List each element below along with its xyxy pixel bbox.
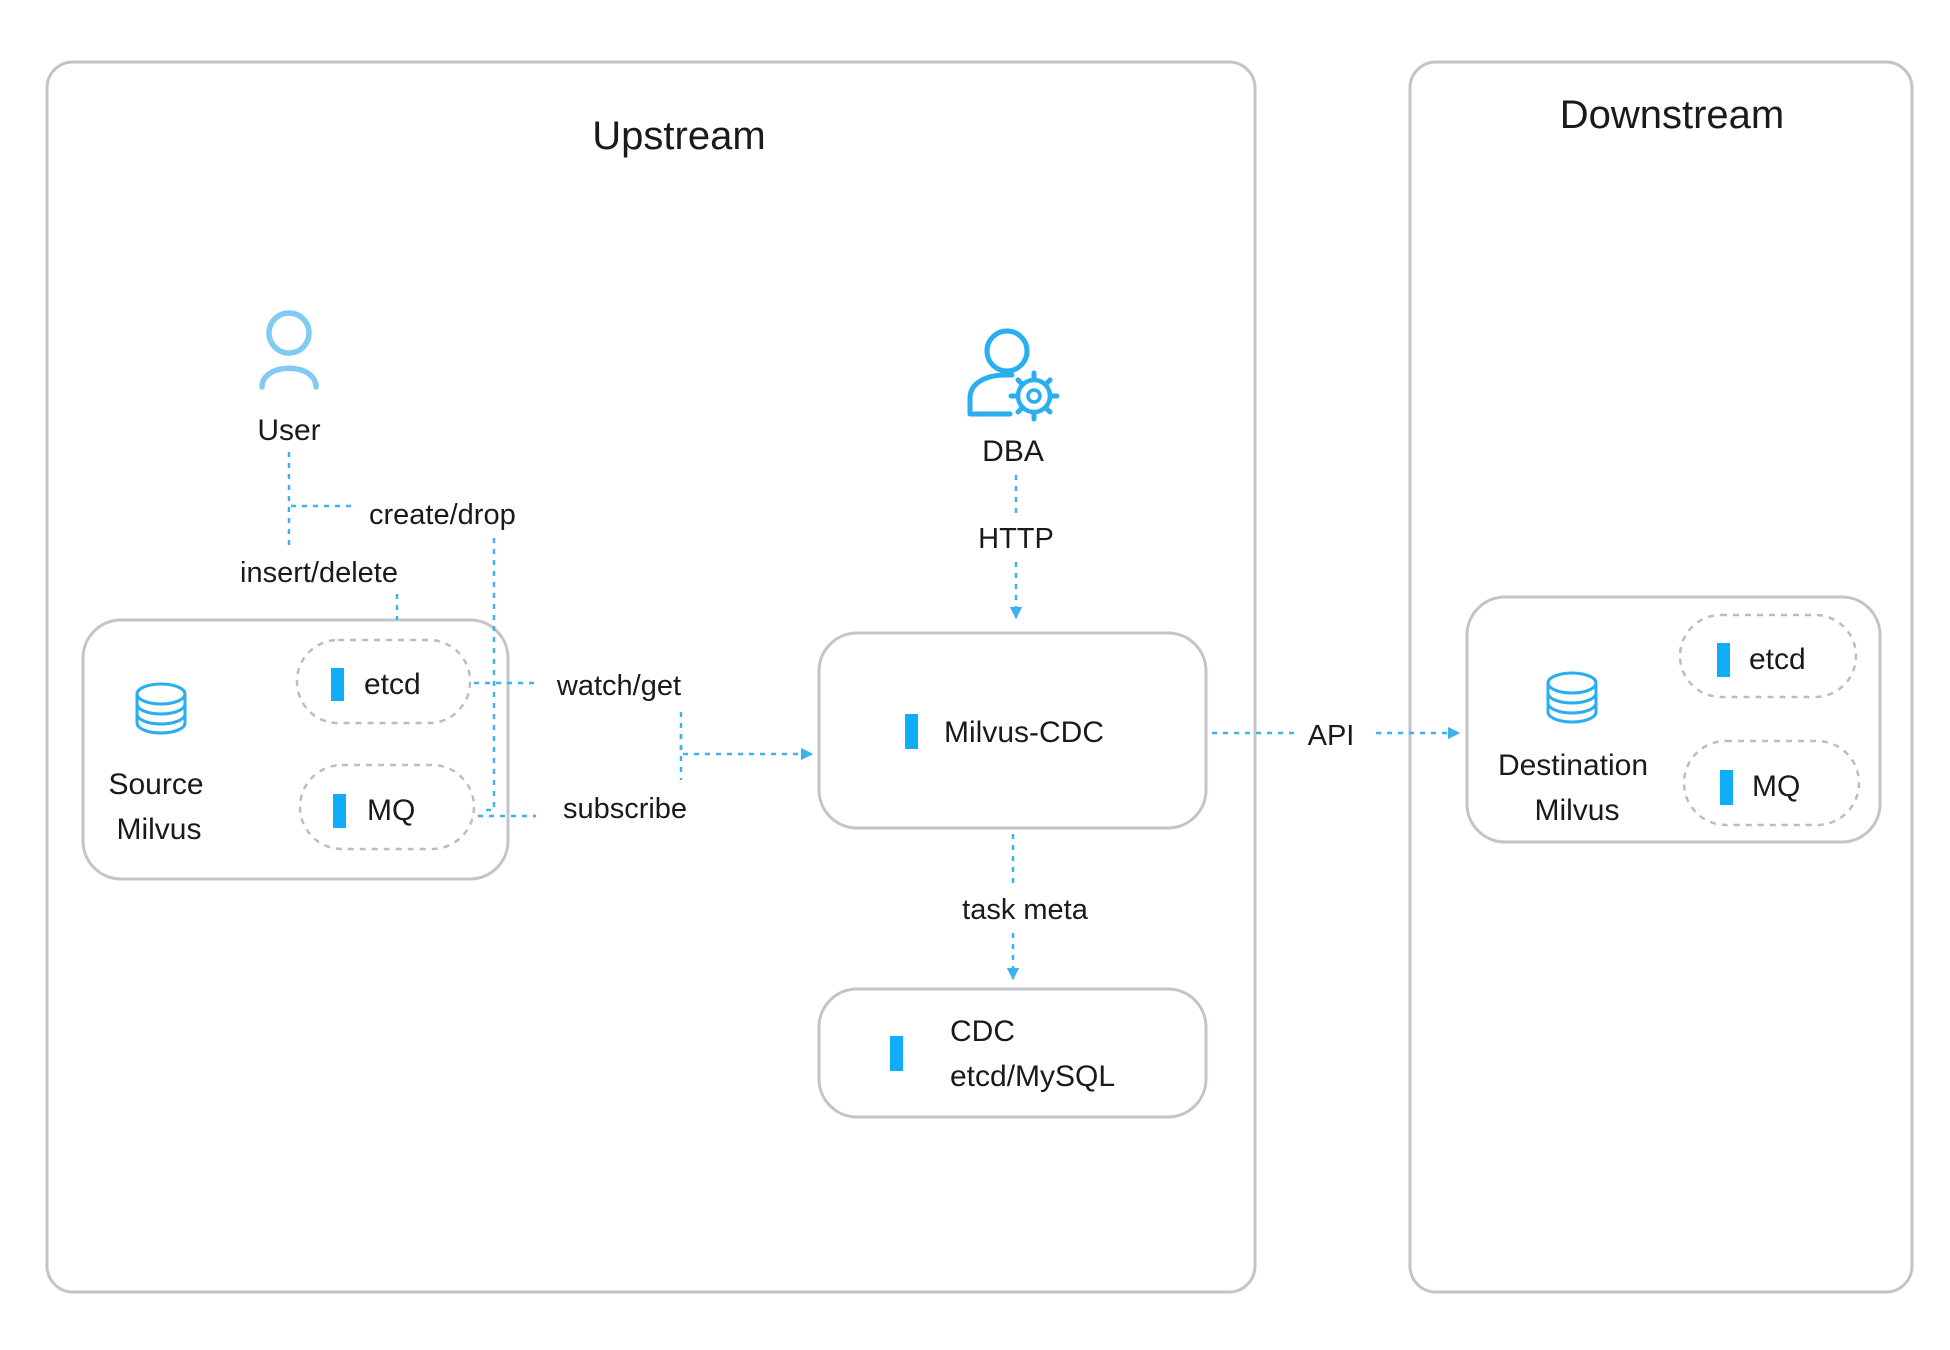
source-mq-component: MQ	[298, 763, 476, 851]
downstream-zone: Downstream	[1408, 60, 1914, 1294]
create-drop-label: create/drop	[369, 499, 516, 531]
destination-mq-component: MQ	[1682, 739, 1861, 827]
http-label: HTTP	[978, 523, 1054, 555]
task-meta-label: task meta	[962, 894, 1089, 926]
user-label: User	[257, 414, 320, 447]
cdc-marker	[905, 714, 918, 749]
meta-store-marker	[890, 1036, 903, 1071]
destination-mq-label: MQ	[1752, 770, 1800, 803]
destination-milvus-node: Destination Milvus etcd MQ	[1465, 595, 1882, 844]
destination-etcd-label: etcd	[1749, 643, 1806, 676]
destination-name-line2: Milvus	[1534, 794, 1619, 827]
insert-delete-label: insert/delete	[240, 557, 398, 589]
user-actor: User	[257, 310, 321, 447]
meta-store-line2: etcd/MySQL	[950, 1060, 1115, 1093]
source-name-line2: Milvus	[116, 813, 201, 846]
meta-store-line1: CDC	[950, 1015, 1015, 1048]
etcd-marker	[1717, 643, 1730, 677]
api-label: API	[1308, 720, 1355, 752]
cdc-label: Milvus-CDC	[944, 716, 1104, 749]
downstream-title: Downstream	[1560, 93, 1785, 137]
edge-mq-subscribe: subscribe	[478, 734, 687, 825]
source-mq-label: MQ	[367, 794, 415, 827]
edge-user-insert-delete: insert/delete	[240, 452, 399, 620]
subscribe-label: subscribe	[563, 793, 687, 825]
watch-get-label: watch/get	[556, 670, 681, 702]
edge-etcd-watch-get: watch/get	[474, 670, 814, 761]
source-milvus-node: Source Milvus etcd MQ	[81, 618, 510, 881]
etcd-marker	[331, 668, 344, 701]
database-icon	[135, 682, 187, 735]
destination-name-line1: Destination	[1498, 749, 1648, 782]
edge-cdc-task-meta: task meta	[962, 834, 1089, 981]
edge-user-create-drop: create/drop	[291, 499, 516, 812]
upstream-zone: Upstream	[45, 60, 1257, 1294]
database-icon	[1546, 671, 1598, 724]
destination-etcd-component: etcd	[1678, 613, 1858, 699]
user-gear-icon	[967, 328, 1060, 422]
source-etcd-component: etcd	[295, 638, 472, 725]
upstream-title: Upstream	[592, 114, 765, 158]
edge-cdc-api: API	[1212, 720, 1461, 752]
dba-actor: DBA	[967, 328, 1060, 468]
source-etcd-label: etcd	[364, 668, 421, 701]
dba-label: DBA	[982, 435, 1044, 468]
milvus-cdc-node: Milvus-CDC	[817, 631, 1208, 830]
mq-marker	[333, 794, 346, 828]
user-icon	[259, 310, 319, 390]
source-name-line1: Source	[108, 768, 203, 801]
cdc-meta-store-node: CDC etcd/MySQL	[817, 987, 1208, 1119]
mq-marker	[1720, 770, 1733, 805]
edge-dba-http: HTTP	[978, 475, 1054, 620]
